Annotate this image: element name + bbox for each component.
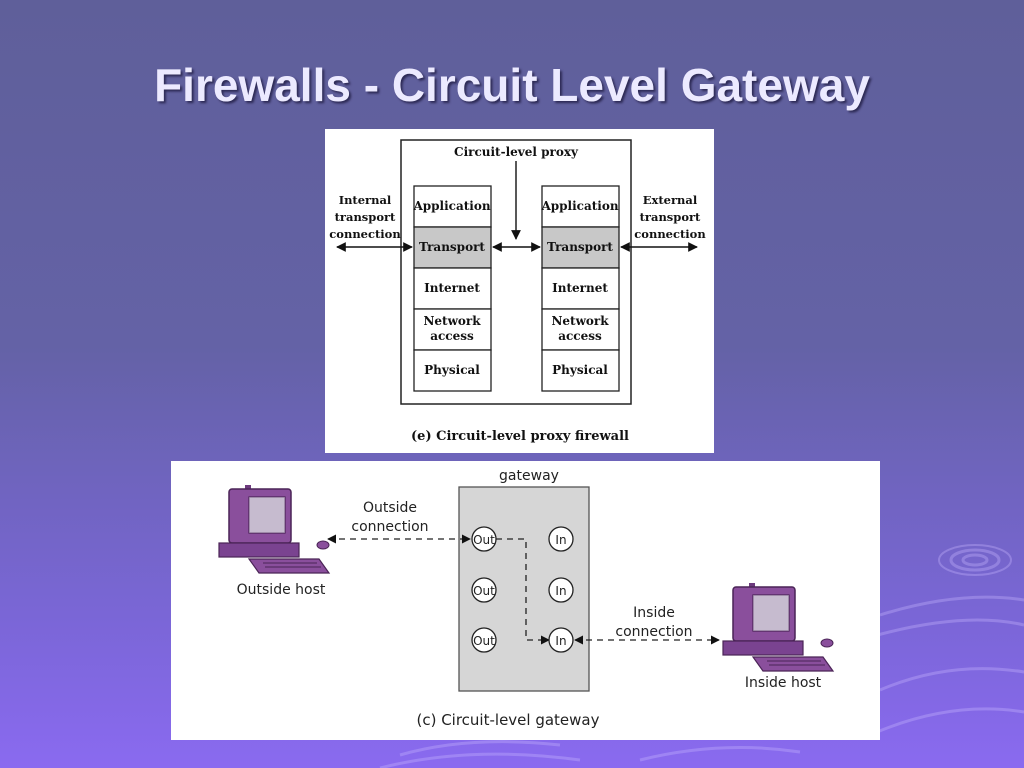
inside-connection-label-2: connection — [615, 624, 692, 640]
proxy-box — [400, 139, 632, 405]
left-layer-physical: Physical — [424, 363, 480, 377]
in-port-label: In — [555, 533, 566, 547]
out-port-1: Out — [471, 526, 497, 552]
right-layer-network: Network — [551, 314, 609, 328]
slide-title: Firewalls - Circuit Level Gateway — [154, 59, 870, 111]
left-layer-access: access — [430, 329, 474, 343]
right-layer-access: access — [558, 329, 602, 343]
internal-relay-path — [496, 538, 550, 645]
outside-host-computer-icon — [218, 485, 331, 574]
right-layer-internet: Internet — [552, 281, 608, 295]
right-transport-highlight — [541, 226, 620, 269]
right-layer-physical: Physical — [552, 363, 608, 377]
in-port-label: In — [555, 634, 566, 648]
left-layer-internet: Internet — [424, 281, 480, 295]
external-label-2: transport — [640, 210, 701, 224]
in-port-1: In — [548, 526, 574, 552]
out-port-label: Out — [473, 584, 495, 598]
figure-c-caption: (c) Circuit-level gateway — [416, 711, 599, 729]
inside-host-label: Inside host — [745, 675, 822, 691]
outside-connection-label-1: Outside — [363, 500, 417, 516]
left-layer-application: Application — [412, 199, 490, 213]
left-layer-network: Network — [423, 314, 481, 328]
left-layer-transport: Transport — [419, 240, 485, 254]
outside-connection-label-2: connection — [351, 519, 428, 535]
gateway-label: gateway — [499, 468, 559, 484]
outside-host-label: Outside host — [237, 582, 326, 598]
proxy-label: Circuit-level proxy — [454, 145, 579, 159]
out-port-label: Out — [473, 634, 495, 648]
out-port-label: Out — [473, 533, 495, 547]
external-label-3: connection — [634, 227, 706, 241]
internal-label-1: Internal — [339, 193, 392, 207]
circuit-gateway-figure: gateway Out Out Out In In In — [171, 461, 880, 740]
right-protocol-stack: Application Transport Internet Network a… — [540, 185, 620, 392]
inside-connection-label-1: Inside — [633, 605, 675, 621]
in-port-3: In — [548, 627, 574, 653]
right-layer-application: Application — [540, 199, 618, 213]
in-port-label: In — [555, 584, 566, 598]
external-label-1: External — [643, 193, 698, 207]
inside-host-computer-icon — [722, 583, 835, 672]
circuit-proxy-figure: Circuit-level proxy Application Transpor… — [325, 129, 714, 453]
figure-e-caption: (e) Circuit-level proxy firewall — [411, 429, 629, 444]
in-port-2: In — [548, 577, 574, 603]
out-port-2: Out — [471, 577, 497, 603]
internal-label-2: transport — [335, 210, 396, 224]
left-protocol-stack: Application Transport Internet Network a… — [412, 185, 492, 392]
right-layer-transport: Transport — [547, 240, 613, 254]
internal-label-3: connection — [329, 227, 401, 241]
out-port-3: Out — [471, 627, 497, 653]
